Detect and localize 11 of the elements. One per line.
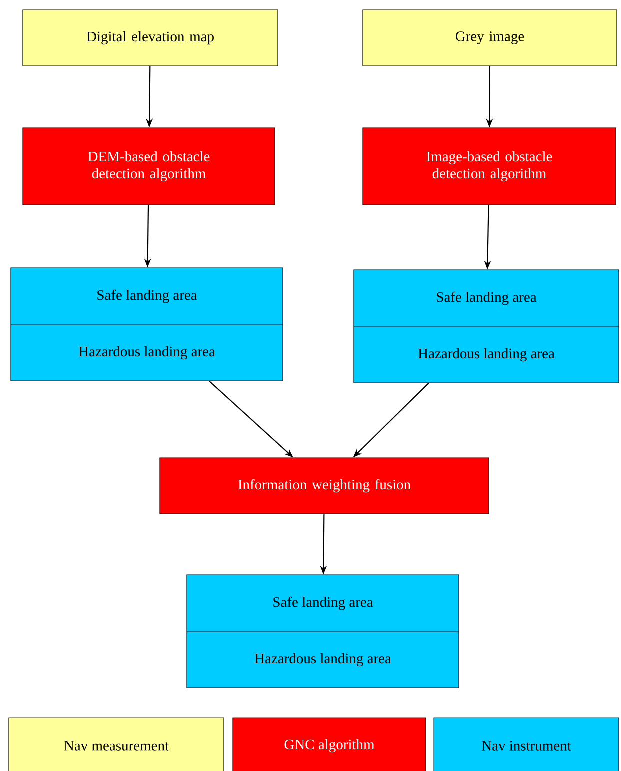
process-box: Information weighting fusion (160, 458, 490, 514)
result-table: Safe landing area Hazardous landing area (186, 574, 460, 688)
input-box: Digital elevation map (22, 10, 278, 66)
legend-item: Nav measurement (8, 718, 224, 771)
legend-item: GNC algorithm (232, 718, 426, 771)
legend-item: Nav instrument (434, 718, 620, 771)
process-box: DEM-based obstacle detection algorithm (22, 128, 276, 206)
input-box: Grey image (362, 10, 618, 66)
process-box: Image-based obstacle detection algorithm (362, 128, 616, 206)
result-table: Safe landing area Hazardous landing area (354, 270, 620, 384)
result-table: Safe landing area Hazardous landing area (10, 268, 284, 382)
